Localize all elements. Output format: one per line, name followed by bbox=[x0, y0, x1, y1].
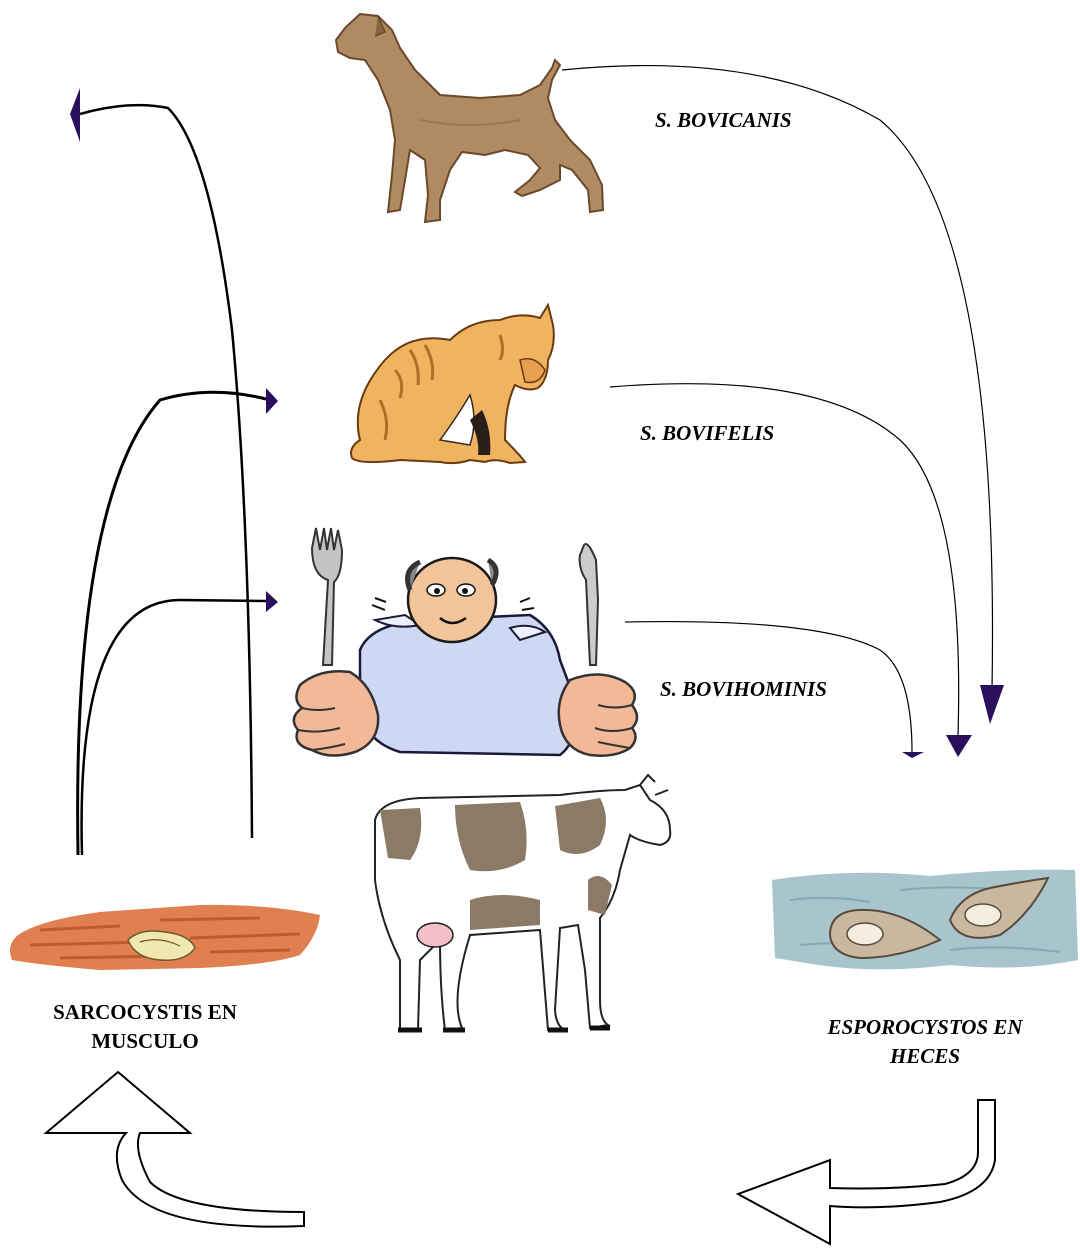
feces-stage-line2: HECES bbox=[775, 1042, 1075, 1071]
cat-icon bbox=[351, 305, 554, 463]
muscle-tissue-icon bbox=[10, 905, 320, 970]
human-eater-icon bbox=[294, 528, 637, 756]
feces-to-cow-hollow-arrow bbox=[738, 1100, 995, 1244]
cow-to-muscle-hollow-arrow bbox=[46, 1072, 304, 1227]
dog-to-feces-arrow bbox=[562, 66, 1004, 724]
feces-stage-line1: ESPOROCYSTOS EN bbox=[775, 1013, 1075, 1042]
human-species-label: S. BOVIHOMINIS bbox=[660, 675, 827, 704]
muscle-stage-line1: SARCOCYSTIS EN bbox=[0, 998, 290, 1027]
cow-icon bbox=[375, 775, 670, 1030]
cat-species-label: S. BOVIFELIS bbox=[640, 419, 774, 448]
muscle-stage-label: SARCOCYSTIS EN MUSCULO bbox=[0, 998, 290, 1056]
muscle-to-dog-arrow bbox=[70, 88, 252, 838]
muscle-stage-line2: MUSCULO bbox=[0, 1027, 290, 1056]
sporocysts-icon bbox=[772, 870, 1078, 970]
feces-stage-label: ESPOROCYSTOS EN HECES bbox=[775, 1013, 1075, 1071]
dog-icon bbox=[336, 14, 603, 222]
dog-species-label: S. BOVICANIS bbox=[655, 106, 792, 135]
